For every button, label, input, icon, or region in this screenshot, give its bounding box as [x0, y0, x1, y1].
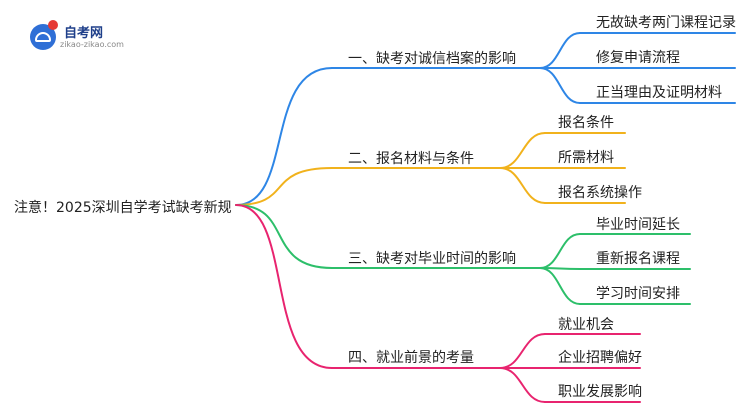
leaf-connector-2-1	[499, 132, 546, 169]
branch-label-4: 四、就业前景的考量	[348, 350, 474, 366]
branch-connector-4	[235, 204, 333, 369]
branch-label-1: 一、缺考对诚信档案的影响	[348, 51, 516, 67]
leaf-2-2: 所需材料	[558, 150, 614, 166]
leaf-1-3: 正当理由及证明材料	[596, 85, 722, 101]
leaf-2-3: 报名系统操作	[558, 185, 642, 201]
leaf-4-1: 就业机会	[558, 317, 614, 333]
root-topic: 注意！2025深圳自学考试缺考新规	[14, 200, 232, 216]
logo-badge-icon	[48, 20, 58, 30]
leaf-1-2: 修复申请流程	[596, 50, 680, 66]
leaf-3-2: 重新报名课程	[596, 251, 680, 267]
leaf-2-1: 报名条件	[558, 115, 614, 131]
branch-label-3: 三、缺考对毕业时间的影响	[348, 251, 516, 267]
branch-connector-3	[235, 204, 333, 269]
leaf-connector-3-3	[539, 267, 581, 305]
leaf-connector-2-3	[499, 167, 546, 204]
branch-label-2: 二、报名材料与条件	[348, 151, 474, 167]
leaf-connector-4-1	[499, 333, 546, 369]
leaf-1-1: 无故缺考两门课程记录	[596, 15, 736, 31]
leaf-4-2: 企业招聘偏好	[558, 350, 642, 366]
logo-name: 自考网	[64, 26, 104, 41]
logo-url: zikao-zikao.com	[60, 40, 124, 49]
leaf-connector-1-3	[539, 67, 581, 104]
leaf-3-1: 毕业时间延长	[596, 217, 680, 233]
leaf-connector-1-1	[539, 32, 581, 69]
leaf-connector-4-3	[499, 367, 546, 403]
leaf-3-3: 学习时间安排	[596, 286, 680, 302]
leaf-connector-3-1	[539, 233, 581, 269]
branch-connector-2	[235, 167, 333, 206]
site-logo: 自考网 zikao-zikao.com	[30, 18, 140, 58]
leaf-4-3: 职业发展影响	[558, 384, 642, 400]
branch-connector-1	[235, 67, 333, 206]
